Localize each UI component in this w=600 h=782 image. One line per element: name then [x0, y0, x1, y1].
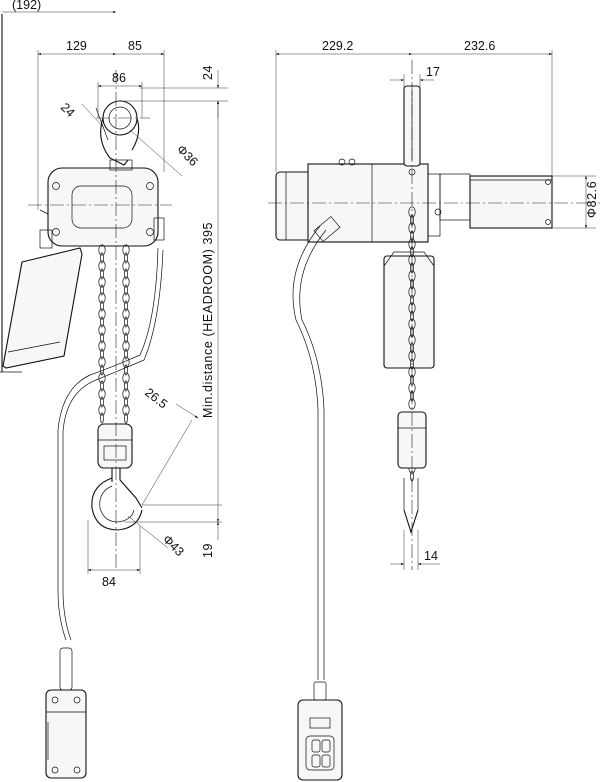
- chain-link: [100, 380, 104, 392]
- brake-cover: [275, 171, 313, 241]
- chain-link: [124, 284, 128, 296]
- dim-bottom-hook-opening: 26.5: [142, 385, 170, 411]
- motor: [469, 175, 553, 229]
- chain-link: [122, 292, 130, 304]
- dim-headroom: Min.distance (HEADROOM) 395: [201, 222, 215, 418]
- dim-motor-dia: Φ82.6: [585, 181, 599, 218]
- chain-link: [98, 260, 106, 272]
- chain-link: [124, 412, 128, 424]
- chain-container: [383, 255, 435, 369]
- chain-link: [98, 404, 106, 416]
- dim-right-width: 85: [128, 39, 142, 53]
- hoist-body-front: [39, 167, 165, 249]
- chain-link: [98, 388, 106, 400]
- chain-link: [100, 348, 104, 360]
- control-cable-front: [57, 247, 159, 641]
- chain-link: [98, 324, 106, 336]
- chain-link: [122, 372, 130, 384]
- chain-link: [122, 244, 130, 256]
- pendant-switch-front: [45, 647, 87, 779]
- chain-link: [100, 300, 104, 312]
- gear-case: [2, 247, 83, 369]
- dim-hook-angle: 24: [58, 100, 78, 120]
- chain-link: [100, 268, 104, 280]
- chain-link: [100, 412, 104, 424]
- chain-link: [124, 364, 128, 376]
- chain-link: [124, 332, 128, 344]
- dim-hook-top: 86: [112, 71, 126, 85]
- top-hook: [95, 100, 140, 171]
- chain-link: [122, 276, 130, 288]
- front-view: (192) 129 85 86 24 24 Φ36 Min.distance (…: [0, 0, 228, 779]
- chain-link: [100, 332, 104, 344]
- dim-right: 232.6: [464, 39, 495, 53]
- pendant-switch-side: [297, 681, 343, 781]
- chain-link: [100, 316, 104, 328]
- chain-link: [98, 244, 106, 256]
- chain-link: [124, 252, 128, 264]
- chain-link: [98, 356, 106, 368]
- control-cable-side: [292, 225, 321, 680]
- chain-link: [124, 300, 128, 312]
- chain-link: [124, 348, 128, 360]
- chain-link: [98, 340, 106, 352]
- bottom-hook: [91, 423, 143, 531]
- chain-link: [124, 396, 128, 408]
- load-chain-front: [98, 244, 130, 424]
- dim-top-hook-dia: Φ36: [174, 142, 201, 169]
- dim-bottom-hook-dia: Φ43: [160, 532, 187, 559]
- chain-link: [122, 260, 130, 272]
- chain-link: [124, 380, 128, 392]
- chain-link: [122, 340, 130, 352]
- chain-link: [98, 292, 106, 304]
- chain-link: [122, 404, 130, 416]
- dim-top-chain: 17: [426, 65, 440, 79]
- dim-overall-left: (192): [12, 0, 41, 12]
- chain-link: [100, 252, 104, 264]
- chain-link: [122, 324, 130, 336]
- chain-link: [100, 396, 104, 408]
- dim-bottom-hook-offset: 19: [201, 543, 215, 558]
- dim-left-width: 129: [66, 39, 87, 53]
- chain-link: [124, 316, 128, 328]
- chain-link: [122, 388, 130, 400]
- dim-bottom-width: 84: [102, 575, 116, 589]
- hoist-body-side: [307, 158, 471, 243]
- dim-left: 229.2: [322, 39, 353, 53]
- chain-link: [100, 284, 104, 296]
- side-view: 229.2 232.6 17 Φ82.6 14: [268, 39, 600, 781]
- dim-bottom-chain: 14: [424, 549, 438, 563]
- chain-link: [98, 308, 106, 320]
- chain-link: [98, 276, 106, 288]
- dim-top-offset: 24: [201, 65, 215, 80]
- chain-link: [98, 372, 106, 384]
- chain-link: [122, 308, 130, 320]
- chain-link: [124, 268, 128, 280]
